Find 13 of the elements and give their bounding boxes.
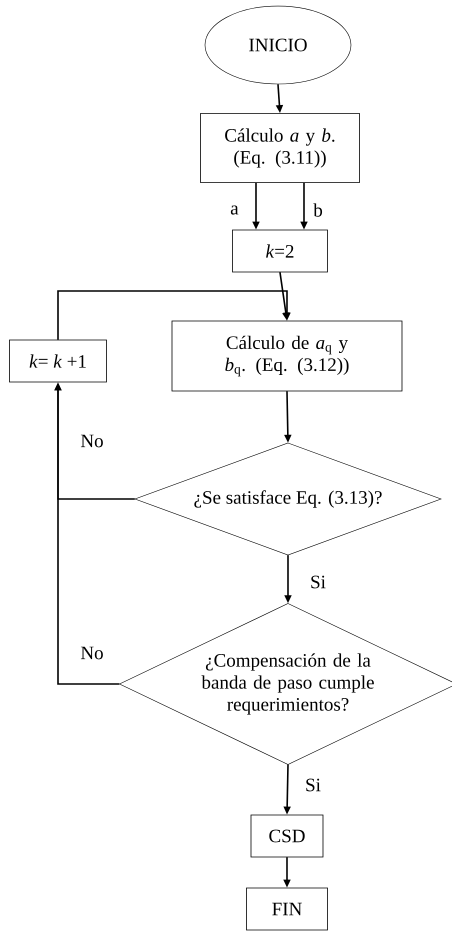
edge-label: Si [309,574,327,590]
edge-label: a [229,204,240,216]
process-box: FIN [246,888,328,930]
process-box: Cálculo a y b. (Eq. (3.11)) [200,113,360,183]
edge-label: Si [304,778,322,792]
process-box: Cálculo de a$_{q}$ y b$_{q}$. (Eq. (3.12)) [172,320,402,392]
edge-label: No [79,434,105,448]
process-box: k= k +1 [9,340,107,382]
arrow [57,290,291,340]
edge-label: No [79,646,105,660]
process-box: CSD [250,814,324,858]
edge-label: b [312,202,324,218]
process-box: k=2 [232,230,328,272]
